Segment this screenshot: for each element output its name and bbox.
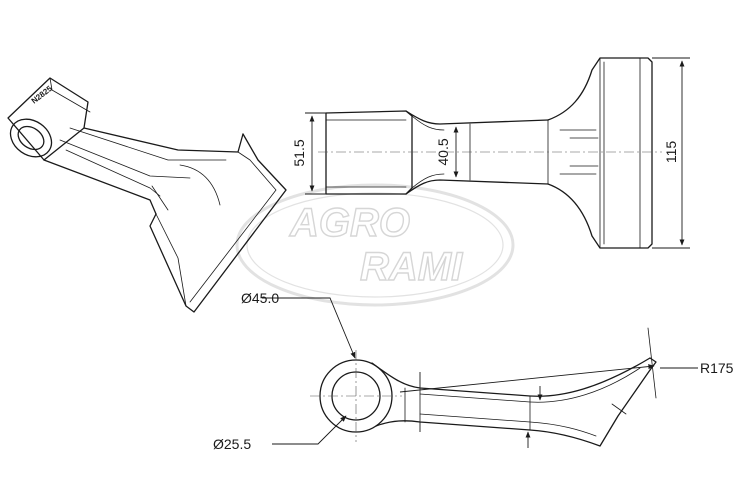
dim-hole-outer: Ø45.0	[241, 290, 279, 306]
part-marking: N2825	[30, 84, 55, 106]
dim-hole-inner: Ø25.5	[213, 436, 251, 452]
dim-neck-width: 40.5	[435, 138, 451, 165]
dim-blade-width: 115	[663, 141, 679, 164]
top-view: 51.5 40.5 115	[291, 57, 690, 249]
dim-head-width: 51.5	[291, 139, 307, 166]
watermark-logo: AGRO RAMI	[235, 183, 515, 307]
watermark-line1: AGRO	[289, 201, 410, 245]
watermark-line2: RAMI	[360, 245, 463, 289]
isometric-view: N2825	[7, 77, 287, 313]
side-view: Ø45.0 Ø25.5 R175	[213, 290, 734, 452]
dim-radius: R175	[700, 360, 734, 376]
